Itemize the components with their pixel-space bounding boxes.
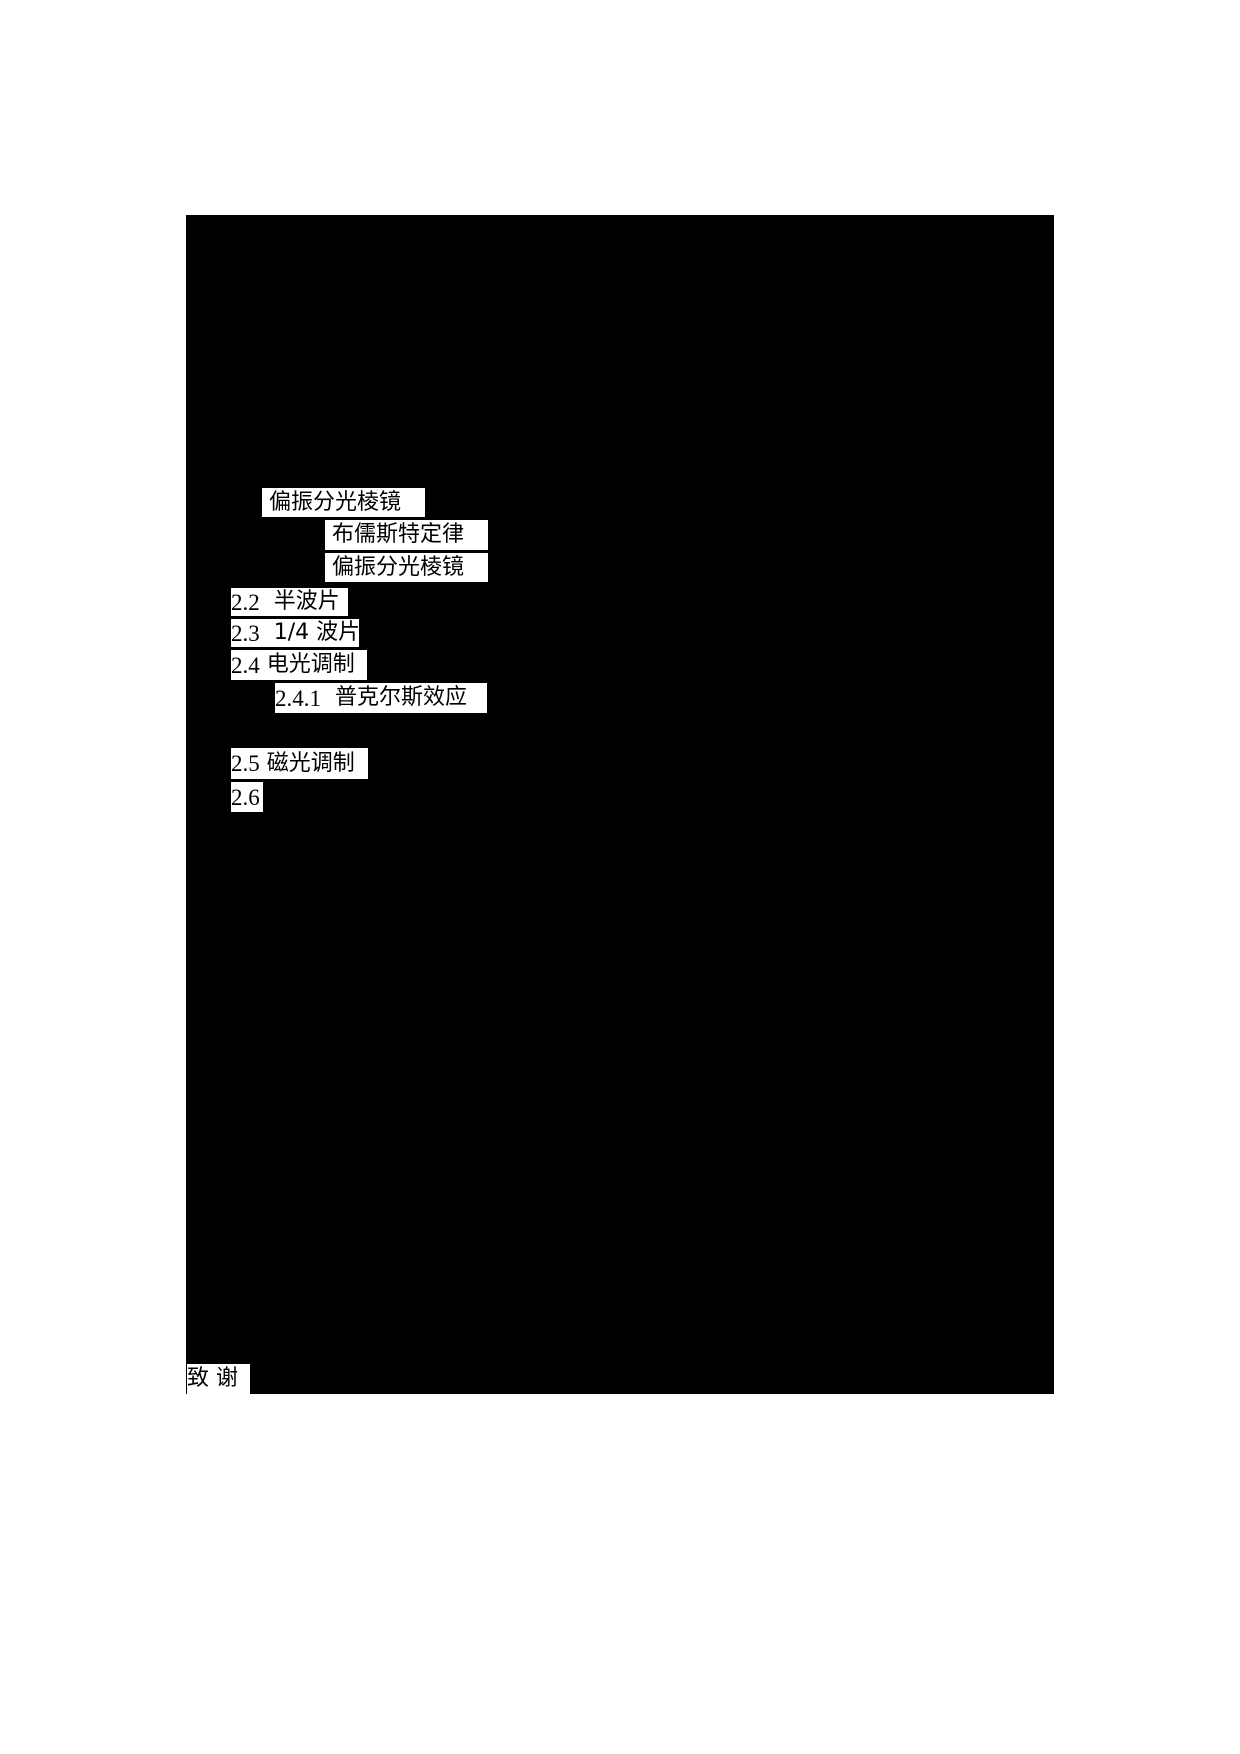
toc-entry-number: 2.4 (231, 652, 260, 678)
toc-entry-title: 磁光调制 (259, 750, 355, 776)
toc-entry-acknowledgement[interactable]: 致 谢 (187, 1364, 250, 1394)
toc-entry-electro-optic-modulation[interactable]: 2.4 电光调制 (231, 650, 367, 680)
toc-entry-title: 电光调制 (259, 652, 355, 677)
toc-entry-number: 2.4.1 (275, 685, 321, 711)
toc-entry-number: 2.2 (231, 589, 260, 615)
toc-entry-title: 半波片 (259, 589, 340, 614)
toc-entry-title: 偏振分光棱镜 (262, 489, 401, 515)
toc-entry-half-wave-plate[interactable]: 2.2 半波片 (231, 588, 348, 616)
toc-entry-number: 2.5 (231, 751, 260, 776)
toc-entry-quarter-wave-plate[interactable]: 2.3 1/4 波片 (231, 619, 359, 647)
toc-entry-title: 普克尔斯效应 (321, 685, 467, 710)
toc-entry-title: 偏振分光棱镜 (325, 554, 464, 580)
toc-entry-title: 布儒斯特定律 (325, 522, 464, 547)
toc-entry-title: 1/4 波片 (259, 620, 359, 645)
acknowledgement-title: 致 谢 (187, 1366, 238, 1391)
toc-entry-2-6[interactable]: 2.6 (231, 782, 263, 812)
toc-entry-brewster-law[interactable]: 布儒斯特定律 (325, 520, 488, 550)
toc-entry-polarizing-beam-splitter-sub[interactable]: 偏振分光棱镜 (325, 553, 488, 582)
toc-entry-number: 2.3 (231, 620, 260, 646)
redacted-toc-page (186, 215, 1054, 1394)
toc-entry-magneto-optic-modulation[interactable]: 2.5 磁光调制 (231, 748, 368, 779)
toc-entry-pockels-effect[interactable]: 2.4.1 普克尔斯效应 (275, 683, 487, 713)
toc-entry-polarizing-beam-splitter[interactable]: 偏振分光棱镜 (262, 488, 425, 517)
toc-entry-number: 2.6 (231, 784, 260, 810)
